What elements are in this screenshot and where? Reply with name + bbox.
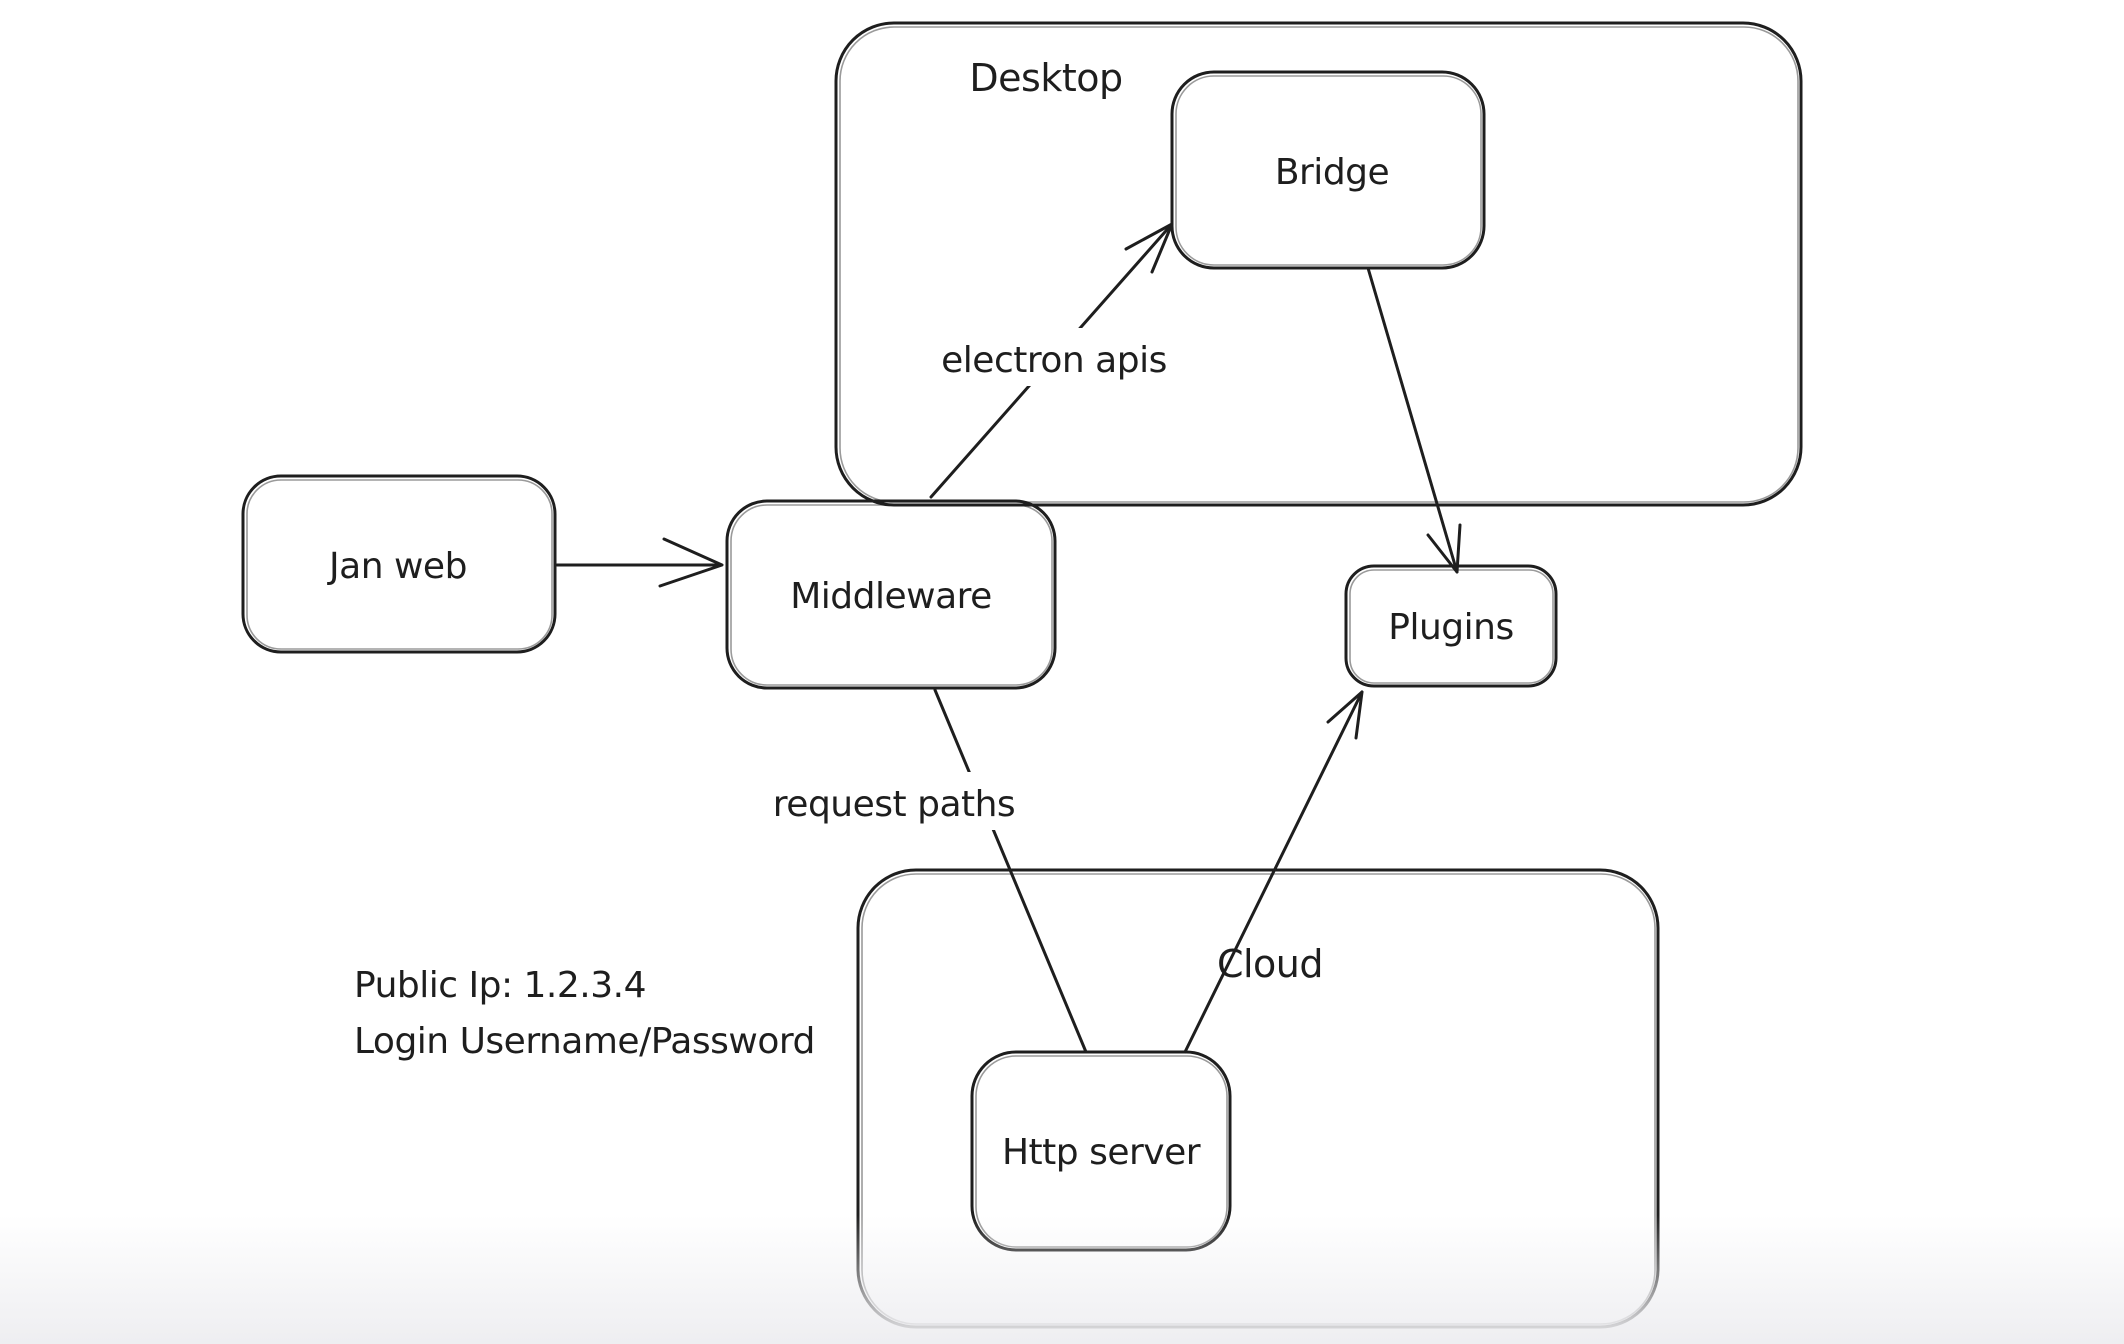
node-bridge: Bridge	[1170, 70, 1486, 270]
edge-httpserver-to-plugins	[1183, 690, 1364, 1054]
note-line-2: Login Username/Password	[354, 1021, 815, 1062]
edges	[555, 222, 1462, 1054]
svg-text:request paths: request paths	[773, 784, 1015, 825]
svg-text:electron apis: electron apis	[941, 340, 1167, 381]
bottom-fade	[0, 1215, 2124, 1344]
desktop-container: Desktop	[834, 21, 1803, 507]
note-line-1: Public Ip: 1.2.3.4	[354, 965, 646, 1006]
node-plugins: Plugins	[1344, 564, 1558, 688]
edge-labels: electron apis request paths	[744, 328, 1186, 830]
arrowhead-plugins-bottom	[1326, 690, 1364, 740]
desktop-container-label: Desktop	[969, 56, 1122, 100]
arrowhead-plugins-top	[1426, 523, 1462, 574]
node-middleware: Middleware	[725, 499, 1057, 690]
edge-label-request-paths: request paths	[744, 772, 1044, 830]
edge-middleware-to-httpserver	[933, 688, 1088, 1054]
arrowhead-middleware	[658, 537, 724, 588]
node-jan-web: Jan web	[241, 474, 557, 654]
bridge-label: Bridge	[1275, 152, 1389, 193]
nodes: Jan web Middleware Bridge Plugins Http s…	[241, 70, 1558, 1252]
cloud-container-label: Cloud	[1217, 942, 1323, 986]
middleware-label: Middleware	[790, 576, 992, 617]
plugins-label: Plugins	[1388, 607, 1513, 648]
http-server-label: Http server	[1002, 1132, 1201, 1173]
jan-web-label: Jan web	[327, 546, 467, 587]
edge-janweb-to-middleware	[555, 537, 724, 588]
edge-label-electron-apis: electron apis	[922, 328, 1186, 386]
note-text: Public Ip: 1.2.3.4 Login Username/Passwo…	[354, 965, 815, 1062]
edge-bridge-to-plugins	[1366, 266, 1462, 574]
